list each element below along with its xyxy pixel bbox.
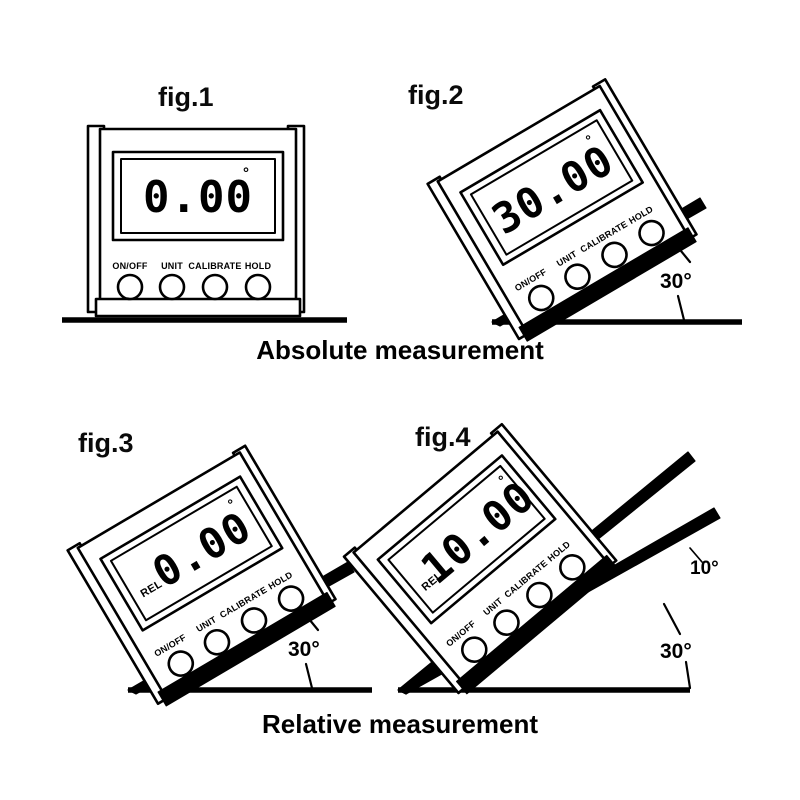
caption-absolute-measurement: Absolute measurement [256, 335, 544, 365]
fig4-button-unit[interactable] [490, 606, 524, 640]
fig3-device: REL 0.00 ° ON/OFF UNIT CALIBRATE HOLD [66, 444, 337, 707]
fig1-button-on-off[interactable] [116, 273, 144, 301]
fig1-label: fig.1 [158, 82, 214, 112]
fig1-button-label-unit: UNIT [161, 261, 183, 271]
figure-fig2: fig.2 30.00 ° ON/OFF UNIT CALIBRATE HOLD [408, 78, 742, 342]
fig4-button-hold[interactable] [555, 550, 589, 584]
fig1-device: 0.00 ° ON/OFF UNIT CALIBRATE HOLD [86, 124, 306, 318]
fig2-angle-leader-lower [676, 294, 686, 322]
fig3-angle-label-30: 30° [288, 638, 320, 661]
fig4-angle-label-30: 30° [660, 640, 692, 663]
fig3-button-unit[interactable] [201, 626, 234, 659]
fig3-angle-leader-lower [304, 662, 314, 690]
fig3-angle-annotation-30: 30° [288, 606, 320, 690]
fig2-button-on-off[interactable] [525, 282, 558, 315]
figure-fig3: fig.3 REL 0.00 ° ON/OFF UNIT CALIBRATE H… [66, 428, 372, 707]
fig4-angle-leader-upper [662, 602, 682, 636]
fig3-lcd-bezel [99, 475, 284, 632]
fig3-lcd-window [109, 485, 273, 622]
fig1-lcd-window [120, 158, 276, 234]
fig4-lcd-window [387, 464, 546, 614]
fig4-angle-leader-10 [689, 547, 703, 563]
fig1-lcd-bezel [111, 150, 285, 242]
fig2-label: fig.2 [408, 80, 464, 110]
figure-fig1: fig.1 0.00 ° ON/OFF UNIT CALIBRATE HOLD [62, 82, 347, 323]
fig3-button-hold[interactable] [275, 582, 308, 615]
fig1-button-unit[interactable] [158, 273, 186, 301]
fig2-angle-label-30: 30° [660, 270, 692, 293]
caption-relative-measurement: Relative measurement [262, 709, 538, 739]
fig2-angle-leader-upper [670, 238, 692, 264]
fig4-lcd-bezel [376, 454, 557, 625]
fig4-angle-label-10: 10° [690, 558, 719, 579]
fig2-lcd-bezel [459, 108, 644, 267]
figure-fig4: fig.4 REL 10.00 ° ON/OFF UNIT CALIBRATE … [342, 422, 721, 695]
fig2-button-unit[interactable] [561, 260, 594, 293]
fig3-button-on-off[interactable] [164, 647, 197, 680]
fig1-base [94, 297, 302, 318]
fig4-base [455, 554, 618, 695]
fig4-angle-leader-lower [684, 660, 692, 690]
fig4-angle-annotation-10: 10° [689, 547, 719, 579]
fig3-base [157, 591, 336, 707]
fig1-button-label-hold: HOLD [245, 261, 272, 271]
fig1-button-calibrate[interactable] [201, 273, 229, 301]
fig4-button-on-off[interactable] [457, 633, 491, 667]
fig1-button-label-on-off: ON/OFF [112, 261, 147, 271]
fig1-button-hold[interactable] [244, 273, 272, 301]
fig3-angle-leader-upper [298, 606, 320, 632]
fig1-button-label-calibrate: CALIBRATE [188, 261, 241, 271]
fig4-device: REL 10.00 ° ON/OFF UNIT CALIBRATE HOLD [342, 422, 618, 695]
fig2-angle-annotation-30: 30° [660, 238, 692, 322]
fig1-degree-symbol: ° [243, 165, 249, 182]
fig2-lcd-window [469, 119, 634, 256]
fig4-label: fig.4 [415, 422, 471, 452]
fig3-label: fig.3 [78, 428, 134, 458]
fig1-display-value: 0.00 [143, 172, 253, 223]
fig2-device: 30.00 ° ON/OFF UNIT CALIBRATE HOLD [426, 78, 698, 342]
fig2-button-calibrate[interactable] [598, 238, 631, 271]
fig4-angle-annotation-30: 30° [660, 602, 692, 690]
fig2-base [518, 227, 697, 342]
fig4-button-calibrate[interactable] [522, 578, 556, 612]
fig2-button-hold[interactable] [635, 217, 668, 250]
fig3-button-calibrate[interactable] [238, 604, 271, 637]
